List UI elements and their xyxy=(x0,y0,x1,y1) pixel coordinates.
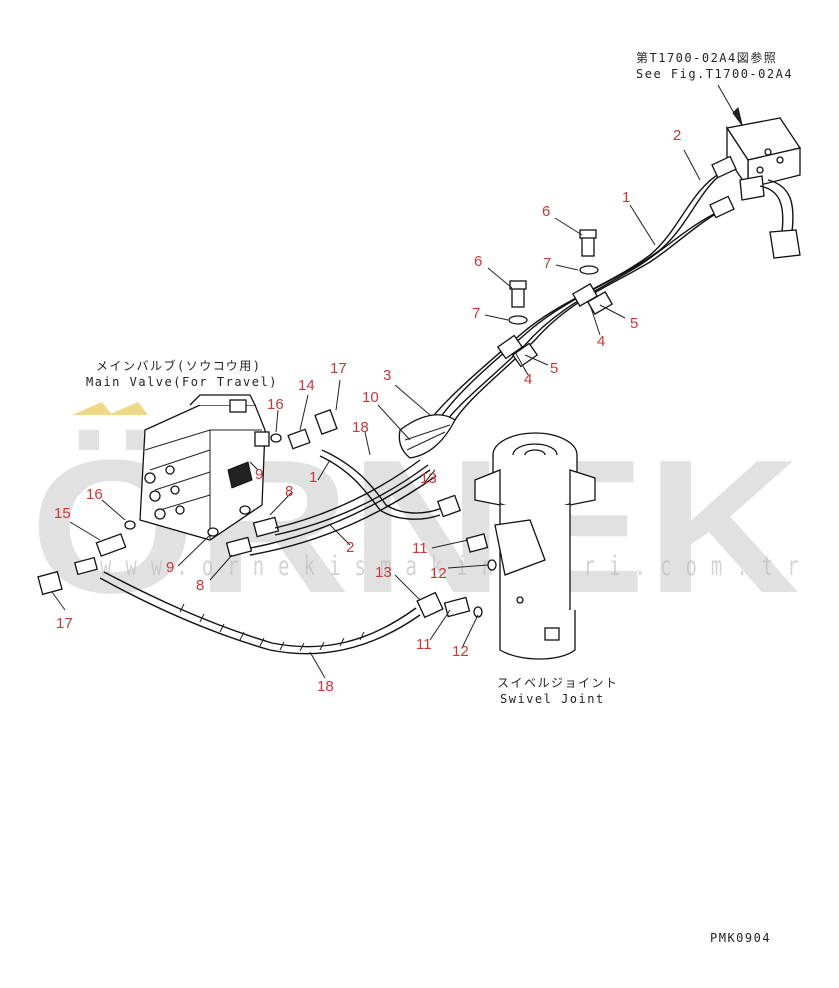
valve-fittings xyxy=(37,409,338,596)
callout-4: 4 xyxy=(597,333,605,350)
callout-12: 12 xyxy=(452,643,469,660)
watermark-url: w w w . o r n e k i s m a k i n a l a r … xyxy=(100,551,800,582)
callout-9: 9 xyxy=(166,559,174,576)
drawing-code: PMK0904 xyxy=(710,931,771,945)
main-valve-label-jp: メインバルブ(ソウコウ用) xyxy=(96,358,261,373)
callout-8: 8 xyxy=(285,483,293,500)
callout-2: 2 xyxy=(673,127,681,144)
callout-12: 12 xyxy=(430,565,447,582)
watermark-accent-right xyxy=(108,402,148,415)
hose-bundle xyxy=(398,155,737,459)
callout-2: 2 xyxy=(346,539,354,556)
callout-16: 16 xyxy=(86,486,103,503)
callout-11: 11 xyxy=(416,636,432,653)
callout-5: 5 xyxy=(550,360,558,377)
callout-6: 6 xyxy=(474,253,482,270)
see-fig-note-en: See Fig.T1700-02A4 xyxy=(636,67,793,81)
callout-18: 18 xyxy=(352,419,369,436)
see-fig-note-jp: 第T1700-02A4図参照 xyxy=(636,50,777,65)
callout-8: 8 xyxy=(196,577,204,594)
callout-1: 1 xyxy=(622,189,630,206)
callout-9: 9 xyxy=(255,466,263,483)
callout-13: 13 xyxy=(375,564,392,581)
callout-16: 16 xyxy=(267,396,284,413)
callout-1: 1 xyxy=(309,469,317,486)
callout-3: 3 xyxy=(383,367,391,384)
callout-4: 4 xyxy=(524,371,532,388)
callout-13: 13 xyxy=(420,470,437,487)
callout-14: 14 xyxy=(298,377,315,394)
watermark-accent-left xyxy=(72,402,112,415)
callout-6: 6 xyxy=(542,203,550,220)
swivel-joint xyxy=(474,432,596,660)
callout-15: 15 xyxy=(54,505,71,522)
main-valve-label-en: Main Valve(For Travel) xyxy=(86,375,278,389)
swivel-joint-label-jp: スイベルジョイント xyxy=(497,676,619,690)
callout-17: 17 xyxy=(56,615,73,632)
valve-hoses xyxy=(99,449,497,655)
callout-7: 7 xyxy=(543,255,551,272)
annotations: 第T1700-02A4図参照 See Fig.T1700-02A4 メインバルブ… xyxy=(86,50,793,945)
leader-lines xyxy=(51,149,701,679)
callout-7: 7 xyxy=(472,305,480,322)
callout-10: 10 xyxy=(362,389,379,406)
swivel-joint-label-en: Swivel Joint xyxy=(500,692,605,706)
main-valve xyxy=(139,394,270,541)
callout-18: 18 xyxy=(317,678,334,695)
callout-5: 5 xyxy=(630,315,638,332)
callout-numbers: 2 1 6 7 6 7 5 4 5 4 3 17 14 10 16 18 1 9… xyxy=(54,127,681,695)
callout-17: 17 xyxy=(330,360,347,377)
callout-11: 11 xyxy=(412,540,428,557)
reference-block xyxy=(717,84,802,259)
